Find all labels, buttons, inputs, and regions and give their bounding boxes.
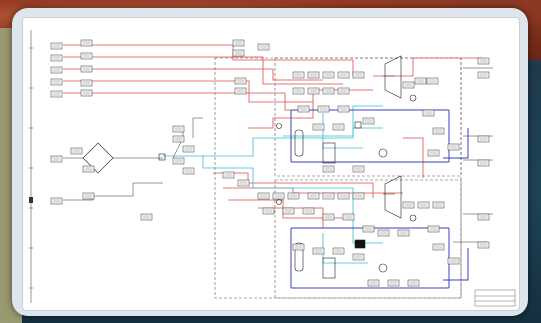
component-block [222, 171, 235, 179]
component-block [432, 243, 445, 251]
component-block [352, 71, 365, 79]
component-block [322, 213, 335, 221]
component-block [80, 79, 93, 87]
component-block [317, 105, 330, 113]
component-block [82, 165, 95, 173]
component-block [397, 229, 410, 237]
component-blocks [50, 39, 490, 287]
component-block [402, 81, 415, 89]
heat-exchanger-diamond [82, 142, 166, 174]
component-block [352, 165, 365, 173]
component-block [432, 201, 445, 209]
component-block [140, 213, 153, 221]
component-block [337, 192, 350, 200]
title-block [474, 289, 516, 307]
component-block [232, 49, 245, 57]
component-block [50, 42, 63, 50]
component-block [50, 54, 63, 62]
component-block [292, 243, 305, 251]
boundary-outer [214, 57, 462, 299]
component-block [477, 71, 490, 79]
component-block [297, 105, 310, 113]
component-block [80, 39, 93, 47]
sheet-border [29, 30, 33, 303]
equipment-shapes [276, 55, 417, 279]
component-block [377, 229, 390, 237]
component-block [352, 192, 365, 200]
stream-lines-red [63, 44, 483, 229]
sheet-marker [29, 197, 33, 203]
component-block [322, 71, 335, 79]
component-block [402, 201, 415, 209]
component-block [262, 207, 275, 215]
component-block [352, 253, 365, 261]
component-block [337, 105, 350, 113]
component-block [302, 207, 315, 215]
component-block [477, 159, 490, 167]
component-block [322, 165, 335, 173]
component-block [80, 52, 93, 60]
component-block [237, 179, 250, 187]
component-block [337, 87, 350, 95]
component-block [342, 213, 355, 221]
component-block [50, 197, 63, 205]
component-block [80, 65, 93, 73]
component-block [272, 192, 285, 200]
component-block [234, 77, 247, 85]
component-block [432, 127, 445, 135]
component-block [172, 125, 185, 133]
component-block [422, 109, 435, 117]
process-flow-diagram [29, 30, 516, 307]
component-block [50, 155, 63, 163]
component-block [477, 135, 490, 143]
component-block [362, 117, 375, 125]
component-block [407, 279, 420, 287]
component-block [312, 247, 325, 255]
component-block [182, 167, 195, 175]
component-block [426, 77, 439, 85]
component-block [292, 87, 305, 95]
component-block [307, 192, 320, 200]
component-block [82, 192, 95, 200]
component-block [332, 123, 345, 131]
component-block [50, 78, 63, 86]
component-block [332, 247, 345, 255]
diagram-sheet [22, 17, 520, 311]
component-block [70, 147, 83, 155]
component-block [312, 123, 325, 131]
component-block [50, 90, 63, 98]
component-block [232, 39, 245, 47]
component-block [447, 257, 460, 265]
component-block [337, 71, 350, 79]
component-block [172, 157, 185, 165]
component-block [257, 192, 270, 200]
component-block [182, 145, 195, 153]
component-block [362, 225, 375, 233]
component-block [307, 71, 320, 79]
component-block [50, 66, 63, 74]
component-block [427, 149, 440, 157]
component-block [80, 89, 93, 97]
component-block [307, 87, 320, 95]
component-block [257, 43, 270, 51]
component-block [414, 77, 427, 85]
component-block [322, 192, 335, 200]
component-block [387, 279, 400, 287]
component-block [287, 192, 300, 200]
component-block [427, 225, 440, 233]
component-block [477, 241, 490, 249]
component-block [477, 213, 490, 221]
component-block [172, 135, 185, 143]
stream-lines-cyan [163, 105, 383, 264]
component-block [282, 207, 295, 215]
component-block [477, 57, 490, 65]
component-block [367, 279, 380, 287]
component-block [292, 71, 305, 79]
component-block [234, 87, 247, 95]
component-block [417, 201, 430, 209]
component-block [447, 143, 460, 151]
component-block [322, 87, 335, 95]
